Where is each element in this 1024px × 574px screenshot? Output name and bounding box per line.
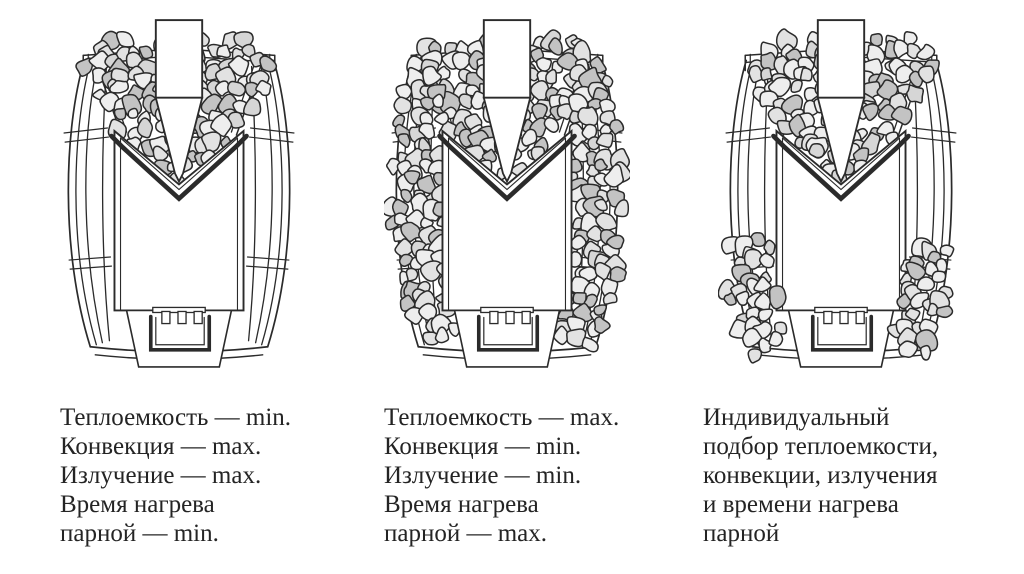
chimney-pipe — [816, 19, 866, 99]
stove-diagram-1 — [63, 19, 295, 368]
chimney-pipe — [482, 19, 532, 99]
caption-line: Конвекция — min. — [384, 433, 582, 460]
caption-line: конвекции, излучения — [703, 462, 938, 489]
caption-line: Время нагрева — [384, 491, 539, 518]
caption-line: Теплоемкость — max. — [384, 404, 620, 431]
stones-group — [718, 231, 788, 364]
caption-line: подбор теплоемкости, — [703, 433, 939, 460]
caption-line: Конвекция — max. — [60, 433, 262, 460]
caption-line: Теплоемкость — min. — [60, 404, 292, 431]
caption-line: Излучение — max. — [60, 462, 262, 489]
caption-line: и времени нагрева — [703, 491, 899, 518]
caption-line: Время нагрева — [60, 491, 215, 518]
caption-line: парной — [703, 520, 780, 547]
stove-2-caption: Теплоемкость — max.Конвекция — min.Излуч… — [384, 403, 619, 548]
stove-1-caption: Теплоемкость — min.Конвекция — max.Излуч… — [60, 403, 291, 548]
caption-line: Излучение — min. — [384, 462, 582, 489]
stones-group — [886, 237, 955, 361]
caption-line: парной — min. — [60, 520, 219, 547]
caption-line: Индивидуальный — [703, 404, 890, 431]
chimney-pipe — [154, 19, 204, 99]
caption-line: парной — max. — [384, 520, 548, 547]
stones-group — [384, 55, 461, 346]
stove-diagram-2 — [384, 19, 630, 368]
stove-diagram-3 — [718, 19, 957, 368]
stones-group — [553, 63, 630, 353]
